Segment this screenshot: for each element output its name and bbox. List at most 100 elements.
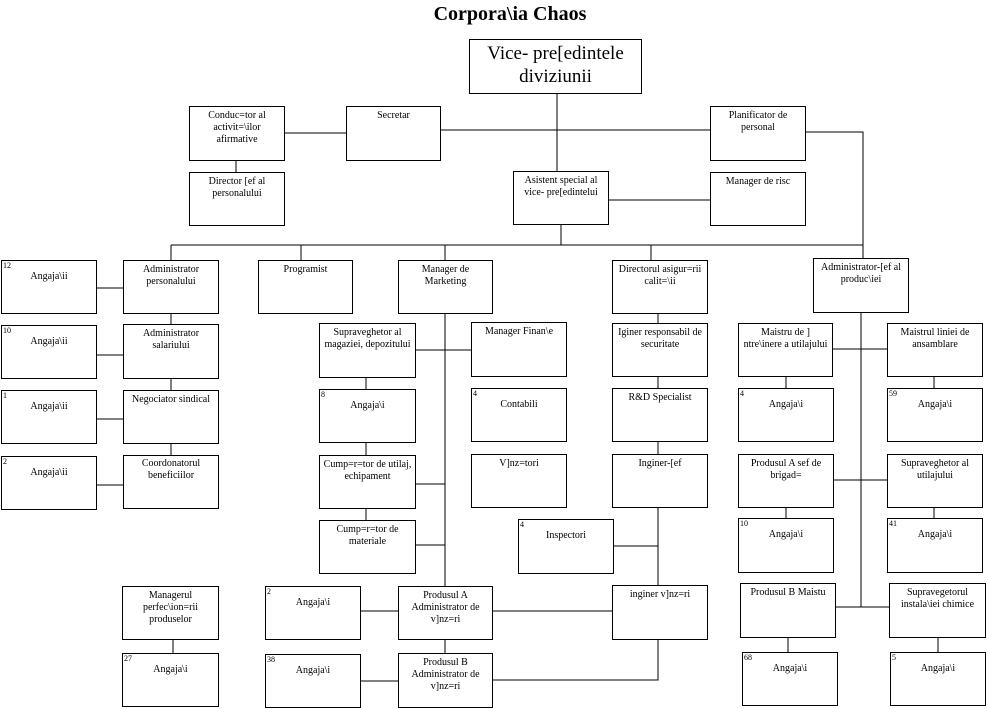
node-label: Angaja\i <box>917 529 953 540</box>
node-label: Maistrul liniei de ansamblare <box>900 327 970 350</box>
node-label: Inginer-[ef <box>638 458 682 469</box>
node-label: Produsul B Administrator de v]nz=ri <box>411 657 480 692</box>
employee-count: 4 <box>740 389 744 398</box>
employee-count: 5 <box>892 653 896 662</box>
employee-count: 27 <box>124 654 132 663</box>
node-label: Asistent special al vice- pre[edintelui <box>524 175 598 198</box>
node-label: Angaja\i <box>153 664 188 675</box>
employee-count: 4 <box>520 520 524 529</box>
node-salespeople: V]nz=tori <box>471 454 567 508</box>
employee-count: 1 <box>3 391 7 400</box>
node-product-a-sales-admin: Produsul A Administrator de v]nz=ri <box>398 586 493 640</box>
node-secretary: Secretar <box>346 106 441 161</box>
employee-count: 12 <box>3 261 11 270</box>
node-affirmative-action-lead: Conduc=tor al activit=\ilor afirmative <box>189 106 285 161</box>
node-label: Conduc=tor al activit=\ilor afirmative <box>208 110 266 145</box>
node-label: Angaja\ii <box>30 271 68 282</box>
node-label: Contabili <box>500 399 538 410</box>
node-label: Angaja\ii <box>30 467 68 478</box>
node-marketing-manager: Manager de Marketing <box>398 260 493 314</box>
employee-count: 10 <box>3 326 11 335</box>
node-label: Angaja\i <box>768 529 804 540</box>
node-label: R&D Specialist <box>628 392 692 403</box>
node-union-negotiator: Negociator sindical <box>123 390 219 444</box>
employee-count: 2 <box>3 457 7 466</box>
node-label: Administrator salariului <box>142 328 200 351</box>
node-label: Cump=r=tor de materiale <box>336 524 399 547</box>
node-benefits-coordinator: Coordonatorul beneficiilor <box>123 455 219 509</box>
node-salary-admin: Administrator salariului <box>123 324 219 379</box>
node-label: Angaja\i <box>768 399 804 410</box>
node-label: Coordonatorul beneficiilor <box>141 458 201 481</box>
node-label: Directorul asigur=rii calit=\ii <box>618 264 702 287</box>
node-label: Negociator sindical <box>131 394 211 405</box>
node-label: Produsul A Administrator de v]nz=ri <box>411 590 480 625</box>
node-risk-manager: Manager de risc <box>710 172 806 226</box>
node-label: Secretar <box>377 110 410 121</box>
node-label: Angaja\i <box>295 597 331 608</box>
node-programmer: Programist <box>258 260 353 314</box>
chart-title: Corpora\ia Chaos <box>433 3 587 25</box>
node-personnel-director: Director [ef al personalului <box>189 172 285 226</box>
employee-count: 68 <box>744 653 752 662</box>
employee-count: 8 <box>321 390 325 399</box>
node-product-improvement-manager: Managerul perfec\ion=rii produselor <box>122 586 219 640</box>
node-warehouse-supervisor: Supraveghetor al magaziei, depozitului <box>319 323 416 378</box>
node-label: Supraveghetor al magaziei, depozitului <box>324 327 411 350</box>
node-label: Angaja\i <box>772 663 808 674</box>
node-label: Iginer responsabil de securitate <box>618 327 702 350</box>
node-label: Angaja\i <box>295 665 331 676</box>
node-label: inginer v]nz=ri <box>629 589 691 600</box>
node-label: Angaja\i <box>350 400 385 411</box>
node-production-chief: Administrator-[ef al produc\iei <box>813 258 909 313</box>
node-rd-specialist: R&D Specialist <box>612 388 708 442</box>
node-label: Angaja\ii <box>30 401 68 412</box>
node-label: Supraveghetor al utilajului <box>900 458 970 481</box>
node-label: Managerul perfec\ion=rii produselor <box>142 590 199 625</box>
node-label: Manager de risc <box>725 176 791 187</box>
node-personnel-admin: Administrator personalului <box>123 260 219 314</box>
node-label: Inspectori <box>546 530 586 541</box>
node-label: Maistru de ] ntre\inere a utilajului <box>743 327 828 350</box>
node-product-a-brigade-chief: Produsul A sef de brigad= <box>738 454 834 508</box>
node-label: Manager Finan\e <box>484 326 554 337</box>
node-chief-engineer: Inginer-[ef <box>612 454 708 508</box>
employee-count: 4 <box>473 389 477 398</box>
node-label: Director [ef al personalului <box>208 176 266 199</box>
node-maintenance-foreman: Maistru de ] ntre\inere a utilajului <box>738 323 833 377</box>
node-assembly-line-foreman: Maistrul liniei de ansamblare <box>887 323 983 377</box>
node-label: Cump=r=tor de utilaj, echipament <box>323 459 412 482</box>
node-vice-president: Vice- pre[edintele diviziunii <box>469 39 642 94</box>
node-label: Angaja\i <box>917 399 953 410</box>
node-label: Vice- pre[edintele diviziunii <box>487 43 624 87</box>
node-label: Planificator de personal <box>728 110 788 133</box>
node-equipment-buyer: Cump=r=tor de utilaj, echipament <box>319 455 416 509</box>
node-label: Angaja\i <box>920 663 956 674</box>
node-finance-manager: Manager Finan\e <box>471 322 567 377</box>
node-special-assistant: Asistent special al vice- pre[edintelui <box>513 171 609 225</box>
employee-count: 38 <box>267 655 275 664</box>
node-product-b-sales-admin: Produsul B Administrator de v]nz=ri <box>398 653 493 708</box>
node-label: Angaja\ii <box>30 336 68 347</box>
node-label: Administrator-[ef al produc\iei <box>820 262 902 285</box>
employee-count: 41 <box>889 519 897 528</box>
employee-count: 2 <box>267 587 271 596</box>
node-label: Produsul A sef de brigad= <box>750 458 822 481</box>
node-product-b-foreman: Produsul B Maistu <box>740 583 836 638</box>
connector-line <box>493 640 659 681</box>
employee-count: 10 <box>740 519 748 528</box>
